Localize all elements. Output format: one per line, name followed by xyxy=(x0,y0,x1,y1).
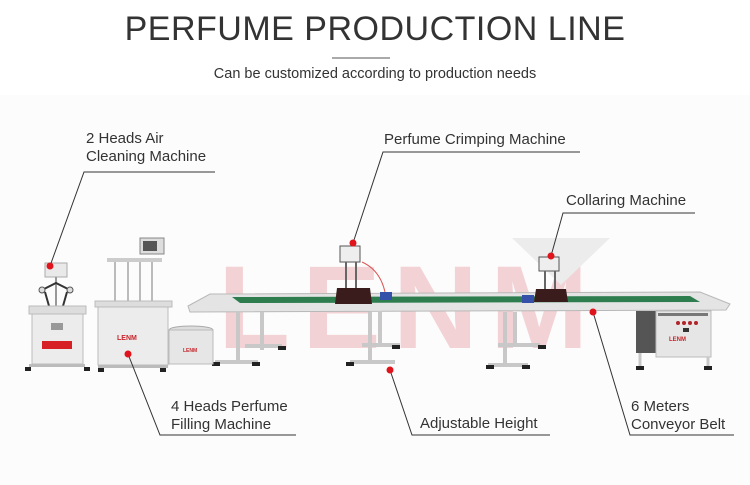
page-subtitle: Can be customized according to productio… xyxy=(213,66,537,82)
callout-line: 2 Heads Air xyxy=(86,130,164,147)
callout-line: Cleaning Machine xyxy=(86,148,207,165)
callout-markers xyxy=(46,239,597,374)
callout-line: Filling Machine xyxy=(171,416,272,433)
callout-adjustable-height: Adjustable Height xyxy=(420,415,538,433)
leader-adjustable-height xyxy=(389,369,550,436)
callout-crimping: Perfume Crimping Machine xyxy=(384,131,566,149)
crimping-machine xyxy=(335,245,392,304)
leader-conveyor xyxy=(592,311,734,436)
callout-air-cleaning: 2 Heads Air Cleaning Machine xyxy=(86,130,206,166)
leader-collaring xyxy=(550,212,695,257)
page-title: PERFUME PRODUCTION LINE xyxy=(124,10,626,48)
callout-line: 4 Heads Perfume xyxy=(171,398,288,415)
marker-dot-icon xyxy=(46,262,54,270)
header: PERFUME PRODUCTION LINE Can be customize… xyxy=(0,0,750,95)
conveyor-legs xyxy=(215,312,540,367)
leader-air-cleaning xyxy=(49,171,215,267)
air-cleaning-machine xyxy=(25,262,90,371)
callout-line: Conveyor Belt xyxy=(631,416,726,433)
marker-dot-icon xyxy=(589,308,597,316)
callout-collaring: Collaring Machine xyxy=(566,192,686,210)
conveyor-control-cabinet: LENM xyxy=(636,310,712,370)
callout-conveyor: 6 Meters Conveyor Belt xyxy=(631,398,725,434)
marker-dot-icon xyxy=(547,252,555,260)
callout-line: Collaring Machine xyxy=(566,192,687,209)
cabinet-brand-text: LENM xyxy=(669,337,686,343)
callout-line: 6 Meters xyxy=(631,398,690,415)
tank-brand-text: LENM xyxy=(183,348,197,354)
marker-dot-icon xyxy=(349,239,357,247)
leader-filling xyxy=(127,353,296,436)
marker-dot-icon xyxy=(124,350,132,358)
marker-dot-icon xyxy=(386,366,394,374)
leader-crimping xyxy=(352,151,580,244)
callout-filling: 4 Heads Perfume Filling Machine xyxy=(171,398,288,434)
filling-brand-text: LENM xyxy=(117,335,137,342)
callout-line: Adjustable Height xyxy=(420,415,538,432)
watermark-logo-icon xyxy=(512,238,610,285)
callout-line: Perfume Crimping Machine xyxy=(384,131,566,148)
leveling-feet xyxy=(212,345,546,369)
leader-lines xyxy=(49,151,734,436)
title-divider xyxy=(332,57,390,59)
collaring-machine xyxy=(522,256,568,303)
filling-machine: LENM LENM xyxy=(94,237,214,372)
